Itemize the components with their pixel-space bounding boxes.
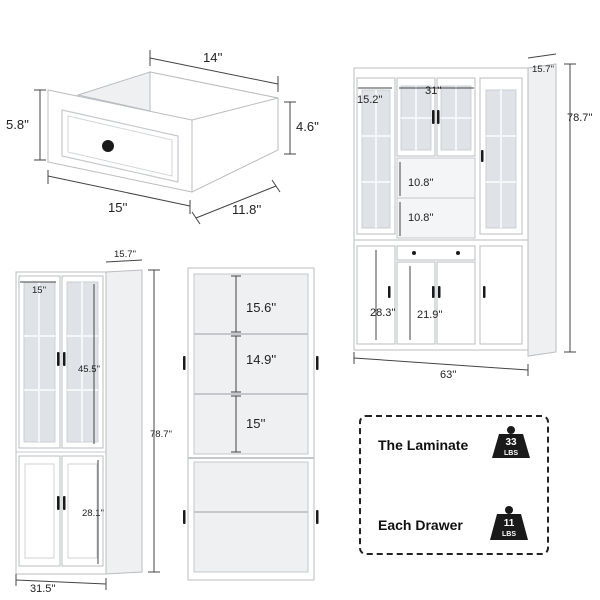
drawer-knob <box>102 140 114 152</box>
drawer-weight-value: 11 <box>504 518 515 529</box>
tall-door-width-label: 15'' <box>32 285 46 296</box>
laminate-weight-value: 33 <box>505 437 517 448</box>
hutch-center-width-label: 31'' <box>425 85 441 97</box>
drawer-dimensions: 14'' 5.8'' 4.6'' 15'' 11.8'' <box>6 50 319 225</box>
hutch-total-width-label: 63'' <box>440 369 456 381</box>
drawer-front-width-label: 15'' <box>108 200 127 215</box>
drawer-weight-label: Each Drawer <box>378 517 463 533</box>
weight-legend: The Laminate 33 LBS Each Drawer 11 LBS <box>359 415 549 555</box>
open-cabinet-illustration <box>183 267 319 581</box>
tall-base-height-label: 28.1'' <box>82 508 104 519</box>
open-shelf-2-label: 14.9'' <box>246 352 276 367</box>
hutch-illustration <box>353 63 557 357</box>
tall-cabinet-dimensions: 15.7'' 15'' 45.5'' 78.7'' 28.1'' 31.5'' <box>15 249 172 595</box>
hutch-shelf-lower-label: 10.8'' <box>408 212 434 224</box>
hutch-base-side-label: 28.3'' <box>370 307 396 319</box>
drawer-height-label: 5.8'' <box>6 117 29 132</box>
open-cabinet-dimensions: 15.6'' 14.9'' 15'' <box>231 275 276 453</box>
laminate-weight-icon: 33 LBS <box>492 426 530 458</box>
tall-glass-height-label: 45.5'' <box>78 364 100 375</box>
hutch-side-width-label: 15.2'' <box>357 94 383 106</box>
drawer-width-label: 14'' <box>203 50 222 65</box>
hutch-dimensions: 15.7'' 78.7'' 15.2'' 31'' 10.8'' 10.8'' … <box>353 53 593 381</box>
hutch-height-label: 78.7'' <box>567 112 593 124</box>
hutch-base-center-label: 21.9'' <box>417 309 443 321</box>
hutch-depth-label: 15.7'' <box>532 64 554 75</box>
laminate-weight-label: The Laminate <box>378 437 468 453</box>
drawer-weight-unit: LBS <box>502 531 516 538</box>
open-shelf-1-label: 15.6'' <box>246 300 276 315</box>
drawer-inner-height-label: 4.6'' <box>296 119 319 134</box>
drawer-weight-icon: 11 LBS <box>490 506 528 540</box>
tall-height-label: 78.7'' <box>150 429 172 440</box>
drawer-depth-label: 11.8'' <box>232 202 261 217</box>
drawer-illustration <box>47 71 279 193</box>
tall-depth-label: 15.7'' <box>114 249 136 260</box>
tall-width-label: 31.5'' <box>30 583 56 595</box>
tall-cabinet-illustration <box>15 269 143 575</box>
laminate-weight-unit: LBS <box>504 450 518 457</box>
open-shelf-3-label: 15'' <box>246 416 265 431</box>
hutch-shelf-upper-label: 10.8'' <box>408 177 434 189</box>
